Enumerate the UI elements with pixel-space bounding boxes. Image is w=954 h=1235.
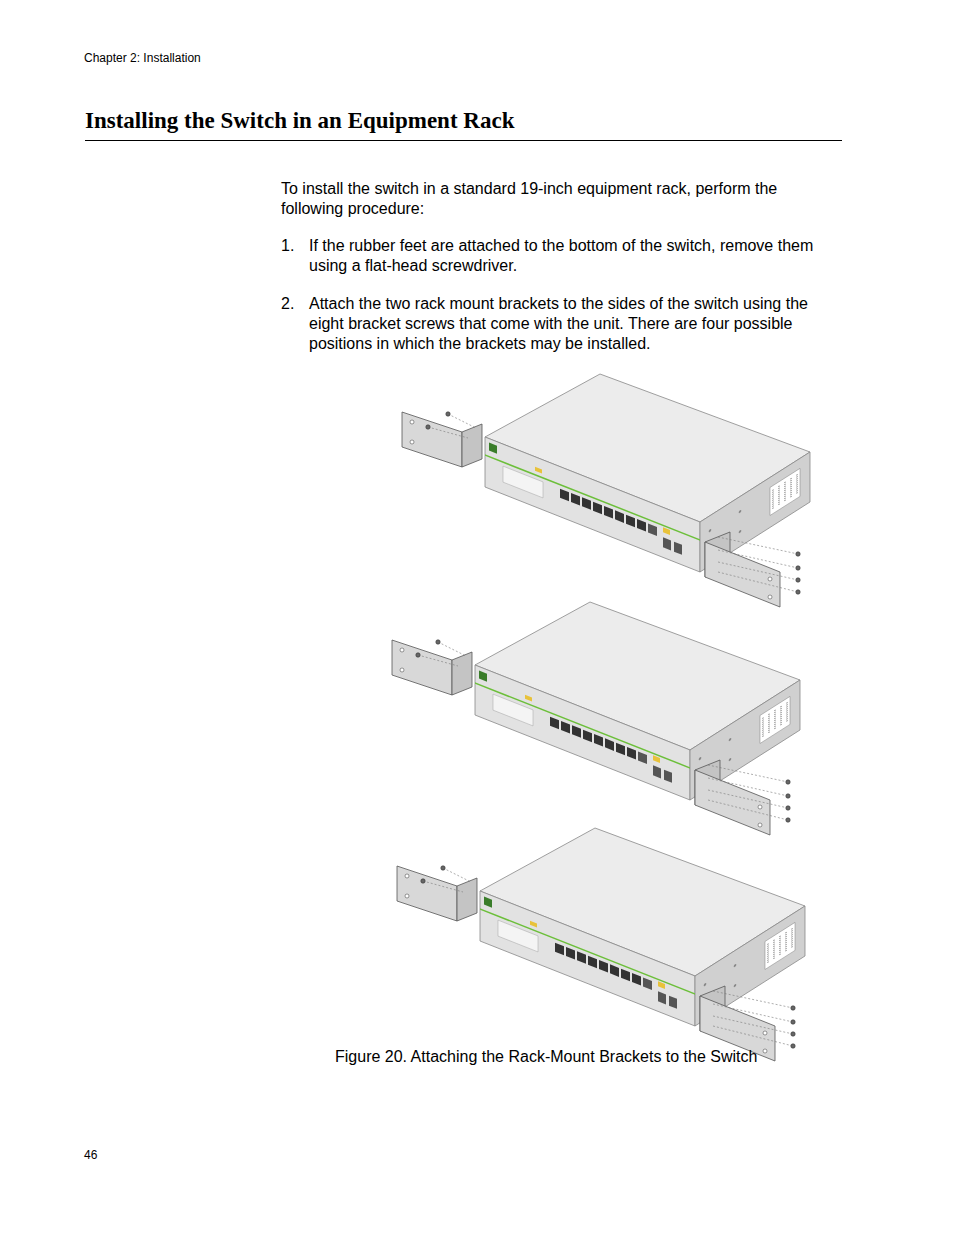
figure-caption: Figure 20. Attaching the Rack-Mount Brac… xyxy=(335,1048,757,1066)
step-number: 2. xyxy=(281,294,294,314)
switch-figure xyxy=(397,828,805,1061)
page-number: 46 xyxy=(84,1148,97,1162)
section-title: Installing the Switch in an Equipment Ra… xyxy=(85,108,514,134)
step-text: Attach the two rack mount brackets to th… xyxy=(309,294,844,354)
title-rule xyxy=(85,140,842,141)
body-text: To install the switch in a standard 19-i… xyxy=(281,179,826,219)
switch-figure xyxy=(402,374,810,607)
step-text: If the rubber feet are attached to the b… xyxy=(309,236,844,276)
step-number: 1. xyxy=(281,236,294,256)
switch-figure xyxy=(392,602,800,835)
running-header: Chapter 2: Installation xyxy=(84,51,201,65)
